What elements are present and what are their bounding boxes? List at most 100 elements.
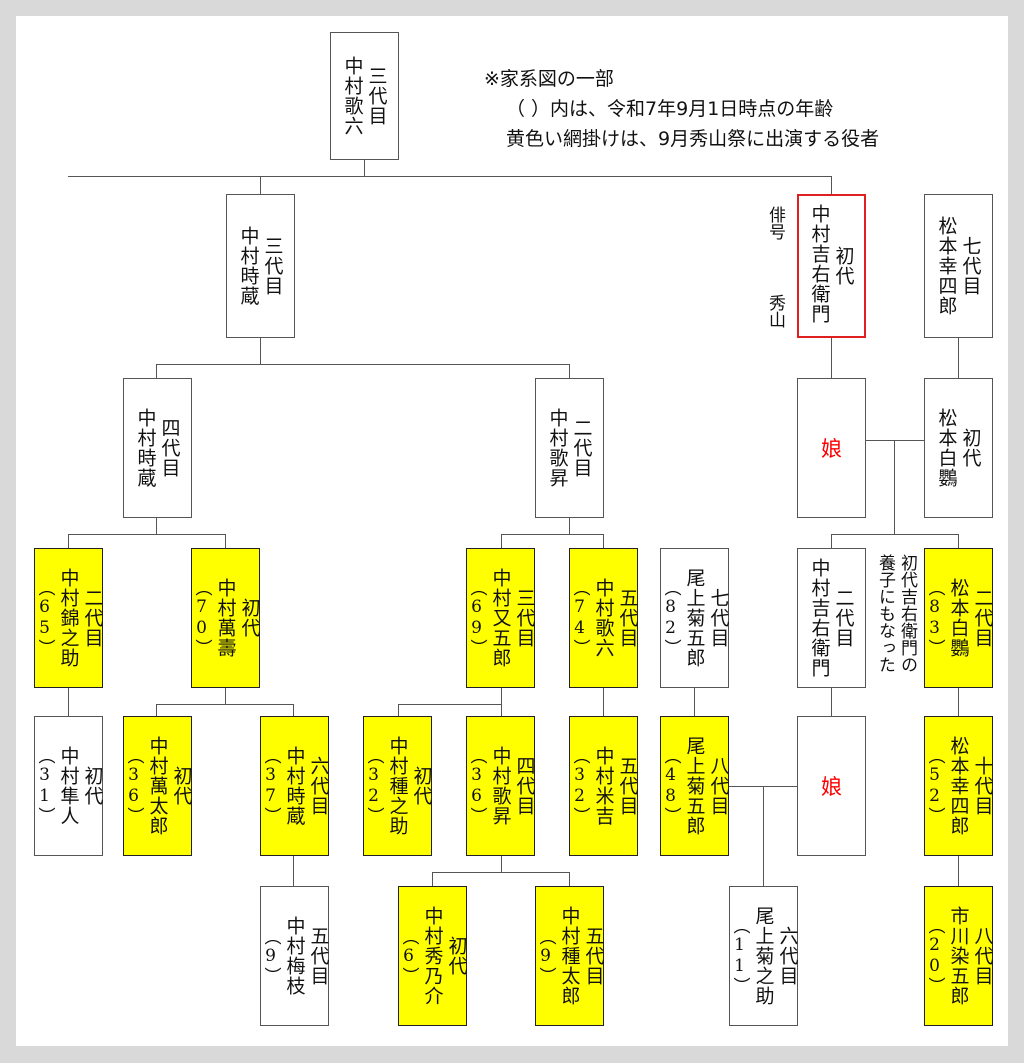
person-nakamura-tokizo-4: 四代目 中村時蔵 (123, 378, 192, 518)
age: （36） (123, 747, 144, 825)
generation-title: 二代目 (570, 418, 593, 478)
connector (958, 856, 959, 886)
generation-title: 四代目 (158, 418, 181, 478)
age: （9） (535, 927, 556, 985)
connector (68, 534, 69, 548)
connector (501, 534, 502, 548)
person-nakamura-tanenosuke-1: 初代 中村種之助 （32） (363, 716, 433, 856)
connector (68, 176, 832, 177)
connector (501, 688, 502, 716)
generation-title: 五代目 (307, 926, 330, 986)
person-matsumoto-hakuo-1: 初代 松本白鸚 (924, 378, 993, 518)
connector (156, 704, 294, 705)
connector (432, 872, 433, 886)
age: （32） (363, 747, 384, 825)
person-nakamura-tokizo-6: 六代目 中村時蔵 （37） (260, 716, 330, 856)
age: （74） (569, 579, 590, 657)
generation-title: 六代目 (776, 926, 799, 986)
person-nakamura-kinnosuke-2: 二代目 中村錦之助 （65） (34, 548, 104, 688)
connector (831, 688, 832, 716)
connector (156, 704, 157, 716)
generation-title: 初代 (445, 936, 468, 976)
person-name: 松本幸四郎 (947, 736, 970, 836)
age: （48） (660, 747, 681, 825)
person-nakamura-utaroku-5: 五代目 中村歌六 （74） (569, 548, 639, 688)
connector (398, 704, 399, 716)
person-name: 中村時蔵 (283, 746, 306, 826)
connector (225, 688, 226, 704)
age: （83） (924, 579, 945, 657)
age: （82） (660, 579, 681, 657)
age: （70） (191, 579, 212, 657)
legend-age-note: （ ）内は、令和7年9月1日時点の年齢 (506, 98, 834, 120)
connector (364, 160, 365, 176)
connector (894, 440, 895, 534)
connector (831, 338, 832, 378)
person-name: 中村萬太郎 (146, 736, 169, 836)
connector (156, 518, 157, 534)
generation-title: 初代 (238, 598, 261, 638)
age: （9） (260, 927, 281, 985)
connector (569, 872, 570, 886)
connector (958, 338, 959, 378)
person-name: 松本白鸚 (947, 578, 970, 658)
person-name: 尾上菊五郎 (683, 736, 706, 836)
person-nakamura-manju-1: 初代 中村萬壽 （70） (191, 548, 261, 688)
legend: ※家系図の一部 （ ）内は、令和7年9月1日時点の年齢 黄色い網掛けは、9月秀山… (484, 64, 879, 154)
daughter-label: 娘 (821, 437, 842, 461)
generation-title: 初代 (959, 428, 982, 468)
age: （32） (569, 747, 590, 825)
connector (694, 688, 695, 716)
generation-title: 五代目 (582, 926, 605, 986)
person-nakamura-matagoro-3: 三代目 中村又五郎 （69） (466, 548, 536, 688)
person-name: 松本幸四郎 (935, 216, 958, 316)
connector (603, 534, 604, 548)
adoption-note: 初代吉右衛門の養子にもなった (875, 554, 917, 673)
generation-title: 三代目 (365, 66, 388, 126)
connector (831, 534, 959, 535)
age: （69） (466, 579, 487, 657)
generation-title: 初代 (81, 766, 104, 806)
person-matsumoto-koshiro-10: 十代目 松本幸四郎 （52） (924, 716, 994, 856)
haigo-name: 秀山 (765, 294, 785, 328)
person-name: 中村時蔵 (134, 408, 157, 488)
generation-title: 二代目 (971, 588, 994, 648)
generation-title: 八代目 (707, 756, 730, 816)
person-name: 中村吉右衛門 (808, 204, 831, 324)
age: （6） (398, 927, 419, 985)
generation-title: 三代目 (513, 588, 536, 648)
connector (763, 786, 764, 886)
person-onoe-kikugoro-8: 八代目 尾上菊五郎 （48） (660, 716, 730, 856)
generation-title: 初代 (170, 766, 193, 806)
person-matsumoto-hakuo-2: 二代目 松本白鸚 （83） (924, 548, 994, 688)
person-nakamura-kasho-4: 四代目 中村歌昇 （36） (466, 716, 536, 856)
person-name: 中村秀乃介 (421, 906, 444, 1006)
daughter-label: 娘 (821, 775, 842, 799)
family-tree-page: ※家系図の一部 （ ）内は、令和7年9月1日時点の年齢 黄色い網掛けは、9月秀山… (16, 16, 1008, 1046)
connector (225, 534, 226, 548)
connector (501, 534, 604, 535)
connector (398, 704, 502, 705)
generation-title: 三代目 (261, 236, 284, 296)
haigo-note: 俳号 (764, 206, 786, 336)
person-name: 中村米吉 (592, 746, 615, 826)
age: （36） (466, 747, 487, 825)
person-name: 中村萬壽 (214, 578, 237, 658)
age: （37） (260, 747, 281, 825)
person-name: 中村隼人 (57, 746, 80, 826)
person-onoe-kikugoro-7: 七代目 尾上菊五郎 （82） (660, 548, 730, 688)
age: （65） (34, 579, 55, 657)
generation-title: 七代目 (959, 236, 982, 296)
connector (293, 856, 294, 886)
person-name: 中村梅枝 (283, 916, 306, 996)
person-ichikawa-somegoro-8: 八代目 市川染五郎 （20） (924, 886, 994, 1026)
person-name: 中村歌昇 (489, 746, 512, 826)
person-matsumoto-koshiro-7: 七代目 松本幸四郎 (924, 194, 993, 338)
generation-title: 初代 (410, 766, 433, 806)
connector (432, 872, 570, 873)
person-name: 中村時蔵 (237, 226, 260, 306)
person-nakamura-kasho-2: 二代目 中村歌昇 (535, 378, 604, 518)
connector (866, 440, 924, 441)
person-nakamura-tokizo-3: 三代目 中村時蔵 (226, 194, 295, 338)
connector (260, 338, 261, 364)
